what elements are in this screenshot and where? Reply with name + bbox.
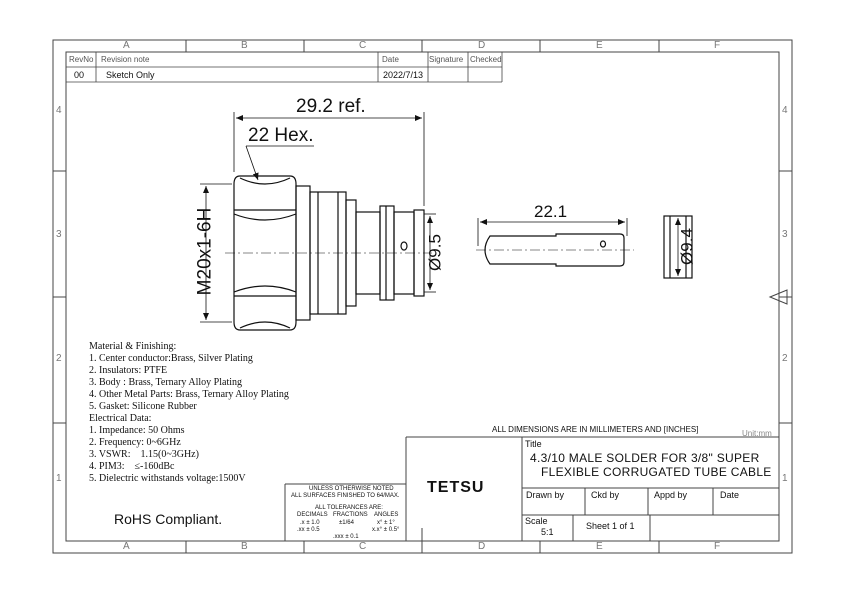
rev-header-note: Revision note [101,55,150,64]
spec-electrical-4: 4. PIM3: ≤-160dBc [89,461,175,472]
centering-marks [421,289,788,553]
title-line-1: 4.3/10 MALE SOLDER FOR 3/8" SUPER [530,451,760,465]
scale-value: 5:1 [541,527,554,537]
col-label-d-bottom: D [478,541,486,552]
rev-header-revno: RevNo [69,55,94,64]
row-label-3-right: 3 [782,229,788,240]
rev-row-note: Sketch Only [106,70,155,80]
sheet-count: Sheet 1 of 1 [586,521,635,531]
row-label-3-left: 3 [56,229,62,240]
col-label-f-bottom: F [714,541,721,552]
spec-electrical-5: 5. Dielectric withstands voltage:1500V [89,473,246,484]
tol-decimals: DECIMALS [297,512,328,518]
appd-by-label: Appd by [654,490,688,500]
company-name: TETSU [427,479,485,496]
title-block-grid [284,436,779,541]
spec-electrical-1: 1. Impedance: 50 Ohms [89,425,185,436]
rev-header-checked: Checked [470,55,502,64]
row-label-4-right: 4 [782,105,788,116]
tol-fraction-1: ±1/64 [339,520,354,526]
tol-fractions: FRACTIONS [333,512,368,518]
col-label-b-bottom: B [241,541,248,552]
tol-angle-2: x.x° ± 0.5° [372,527,400,533]
rev-header-date: Date [382,55,399,64]
spec-material-1: 1. Center conductor:Brass, Silver Platin… [89,353,253,364]
col-label-e-top: E [596,40,603,51]
date-label: Date [720,490,740,500]
rev-header-signature: Signature [429,55,464,64]
rohs-note: RoHS Compliant. [114,511,223,527]
dim-hex: 22 Hex. [248,125,314,146]
rev-row-revno: 00 [74,70,85,80]
col-label-b-top: B [241,40,248,51]
scale-label: Scale [525,516,548,526]
center-pin-view [476,218,634,267]
spec-electrical-3: 3. VSWR: 1.15(0~3GHz) [89,449,199,460]
title-line-2: FLEXIBLE CORRUGATED TUBE CABLE [541,465,772,479]
spec-material-heading: Material & Finishing: [89,341,177,352]
dim-body-dia: Ø9.5 [425,234,445,271]
tol-line-1: UNLESS OTHERWISE NOTED [309,486,394,492]
ferrule-view [663,215,693,279]
rev-row-date: 2022/7/13 [383,70,424,80]
connector-dimensions [200,112,436,323]
col-label-e-bottom: E [596,541,603,552]
row-label-2-left: 2 [56,353,62,364]
row-label-4-left: 4 [56,105,62,116]
col-label-f-top: F [714,40,721,51]
dim-overall-length: 29.2 ref. [296,96,366,117]
drawn-by-label: Drawn by [526,490,565,500]
spec-electrical-heading: Electrical Data: [89,413,152,424]
row-label-1-left: 1 [56,473,62,484]
ckd-by-label: Ckd by [591,490,620,500]
row-label-2-right: 2 [782,353,788,364]
dim-thread: M20x1-6H [194,207,216,296]
tol-decimal-2: .xx ± 0.5 [297,527,320,533]
tol-decimal-1: .x ± 1.0 [300,520,320,526]
tol-angle-1: x° ± 1° [377,520,395,526]
row-label-1-right: 1 [782,473,788,484]
col-label-d-top: D [478,40,486,51]
col-label-c-top: C [359,40,367,51]
tol-line-3: ALL TOLERANCES ARE: [315,505,383,511]
connector-side-view [225,175,432,331]
dim-ferrule-dia: Ø9.4 [677,228,697,265]
tol-line-2: ALL SURFACES FINISHED TO 64/MAX. [291,493,400,499]
unit-label: Unit:mm [742,429,772,438]
col-label-a-bottom: A [123,541,130,552]
spec-material-3: 3. Body : Brass, Ternary Alloy Plating [89,377,242,388]
spec-material-2: 2. Insulators: PTFE [89,365,168,376]
spec-electrical-2: 2. Frequency: 0~6GHz [89,437,181,448]
dims-note: ALL DIMENSIONS ARE IN MILLIMETERS AND [I… [492,425,699,434]
revision-table-grid [66,52,503,83]
tol-fraction-2: .xxx ± 0.1 [333,534,359,540]
col-label-a-top: A [123,40,130,51]
dim-pin-length: 22.1 [534,202,568,221]
spec-material-4: 4. Other Metal Parts: Brass, Ternary All… [89,389,289,400]
tol-angles: ANGLES [374,512,399,518]
title-label: Title [525,439,542,449]
col-label-c-bottom: C [359,541,367,552]
spec-material-5: 5. Gasket: Silicone Rubber [89,401,197,412]
